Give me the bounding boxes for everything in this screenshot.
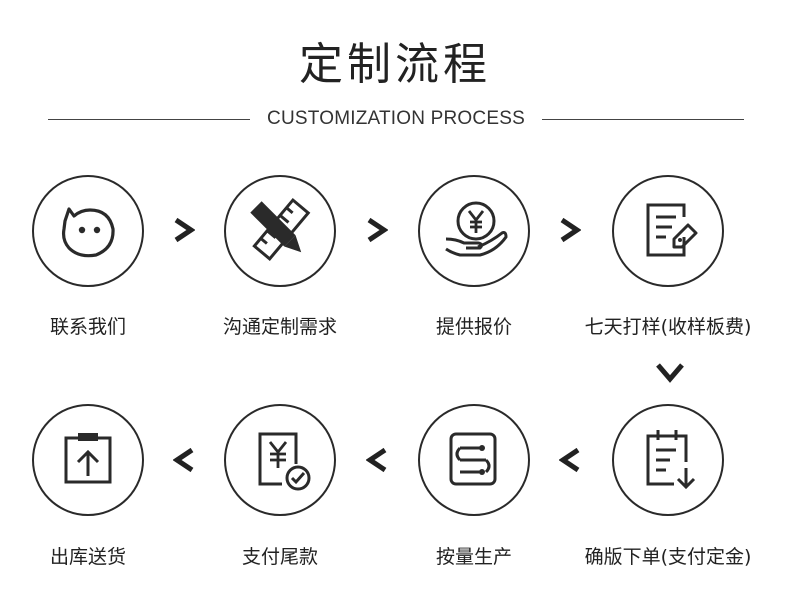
page-subtitle: CUSTOMIZATION PROCESS	[267, 108, 525, 129]
step-8-circle	[32, 404, 144, 516]
step-4-circle	[612, 175, 724, 287]
step-3-circle	[418, 175, 530, 287]
arrow-left-icon	[366, 447, 387, 473]
divider-left	[48, 119, 250, 120]
chat-bubble-face-icon	[61, 207, 115, 258]
step-7-label: 支付尾款	[241, 546, 318, 568]
step-2-label: 沟通定制需求	[222, 316, 337, 338]
step-8-label: 出库送货	[49, 546, 126, 568]
step-7-circle	[224, 404, 336, 516]
step-1-label: 联系我们	[49, 316, 126, 338]
step-5-circle	[612, 404, 724, 516]
arrow-right-icon	[367, 217, 388, 243]
step-2-circle	[224, 175, 336, 287]
arrow-left-icon	[559, 447, 580, 473]
step-3-label: 提供报价	[435, 316, 512, 338]
document-tag-icon	[646, 203, 698, 257]
page-title: 定制流程	[299, 39, 491, 90]
step-5-label: 确版下单(支付定金)	[584, 546, 752, 568]
yuan-coin-hand-icon	[445, 201, 508, 257]
box-upload-icon	[64, 433, 112, 484]
arrow-right-icon	[560, 217, 581, 243]
step-6-label: 按量生产	[435, 546, 512, 568]
pencil-ruler-icon	[250, 197, 311, 261]
arrow-right-icon	[174, 217, 195, 243]
step-6-circle	[418, 404, 530, 516]
step-1-circle	[32, 175, 144, 287]
divider-right	[542, 119, 744, 120]
arrow-left-icon	[173, 447, 194, 473]
step-4-label: 七天打样(收样板费)	[584, 316, 752, 338]
clipboard-download-icon	[646, 430, 696, 490]
yuan-receipt-check-icon	[258, 432, 311, 491]
arrow-down-icon	[656, 363, 684, 383]
production-flow-icon	[449, 432, 497, 486]
